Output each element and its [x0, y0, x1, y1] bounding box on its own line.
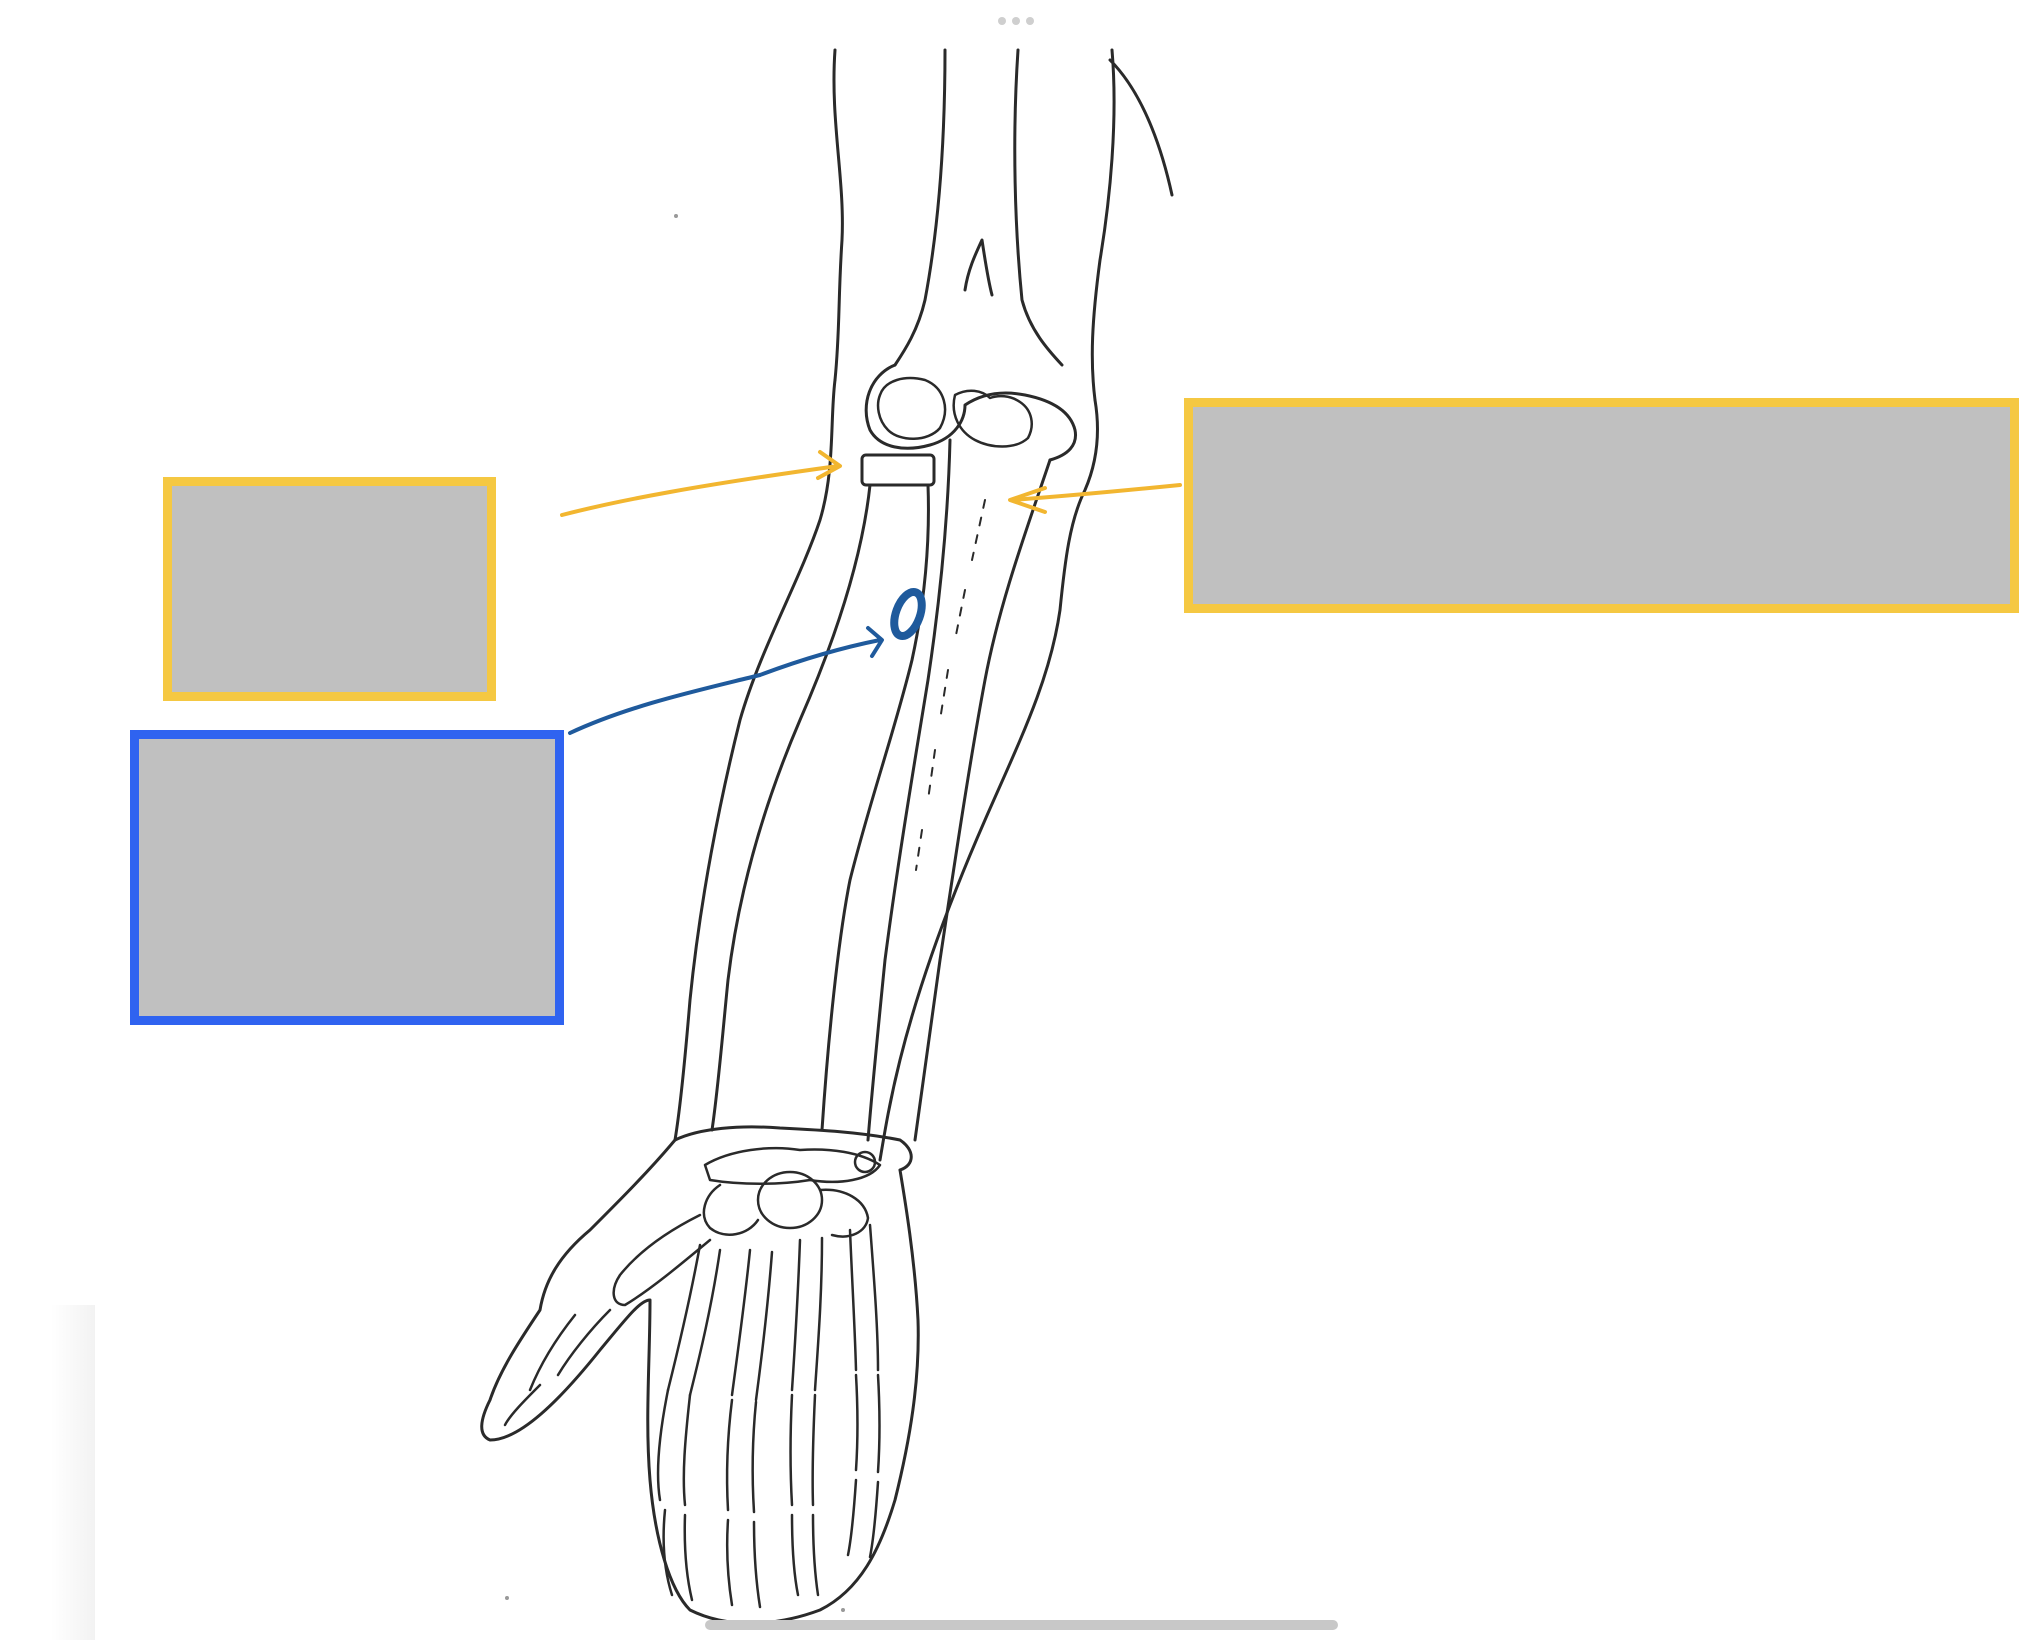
- home-bar-icon[interactable]: [705, 1620, 1338, 1630]
- more-dots-icon[interactable]: [998, 17, 1034, 25]
- radius-left-edge: [710, 483, 872, 1132]
- blue-arrow-head: [866, 626, 884, 658]
- blue-arrow: [568, 638, 882, 735]
- yellow-arrow-right: [1010, 483, 1182, 502]
- capitate-bone: [756, 1170, 824, 1230]
- finger-bones: [656, 1223, 881, 1609]
- upper-arm-outline-right: [1090, 48, 1116, 402]
- paper-speck: [505, 1596, 509, 1600]
- humerus-right-edge: [1013, 48, 1064, 367]
- label-box-radial-head[interactable]: [163, 477, 496, 701]
- paper-speck: [674, 214, 678, 218]
- wrist-outline: [673, 1125, 913, 1172]
- humerus-fossa: [963, 238, 994, 297]
- ulna-right-edge: [913, 458, 1052, 1142]
- yellow-arrow-right-head: [1008, 486, 1047, 514]
- elbow-crease-line: [1108, 58, 1174, 197]
- humerus-condyle-outline: [864, 363, 1078, 462]
- label-box-text: [1193, 407, 2010, 604]
- humerus-left-edge: [893, 48, 947, 367]
- ulna-left-edge: [866, 438, 952, 1142]
- pisiform-bone: [853, 1150, 877, 1174]
- label-box-ulna[interactable]: [1184, 398, 2019, 613]
- paper-speck: [841, 1608, 845, 1612]
- label-box-interosseous[interactable]: [130, 730, 564, 1025]
- yellow-arrow-left-head: [816, 450, 842, 480]
- interosseous-mark: [890, 588, 926, 640]
- radius-right-edge: [820, 483, 930, 1132]
- ulna-midline-dashes: [915, 499, 986, 871]
- thumb-metacarpal: [612, 1213, 712, 1307]
- carpal-row-1: [703, 1146, 882, 1185]
- label-box-text: [139, 739, 555, 1016]
- thumb-phalanges: [503, 1308, 612, 1427]
- capitulum: [876, 376, 947, 440]
- radial-head: [860, 453, 936, 487]
- elbow-outline-right: [878, 398, 1100, 1162]
- yellow-arrow-left: [560, 464, 840, 517]
- elbow-outline-left: [673, 378, 837, 1142]
- label-box-text: [172, 486, 487, 692]
- upper-arm-outline-left: [832, 48, 844, 382]
- hand-outline: [480, 1138, 920, 1625]
- trochlea: [952, 389, 1033, 448]
- page-edge-shadow: [50, 1305, 95, 1640]
- carpal-row-2: [702, 1183, 870, 1238]
